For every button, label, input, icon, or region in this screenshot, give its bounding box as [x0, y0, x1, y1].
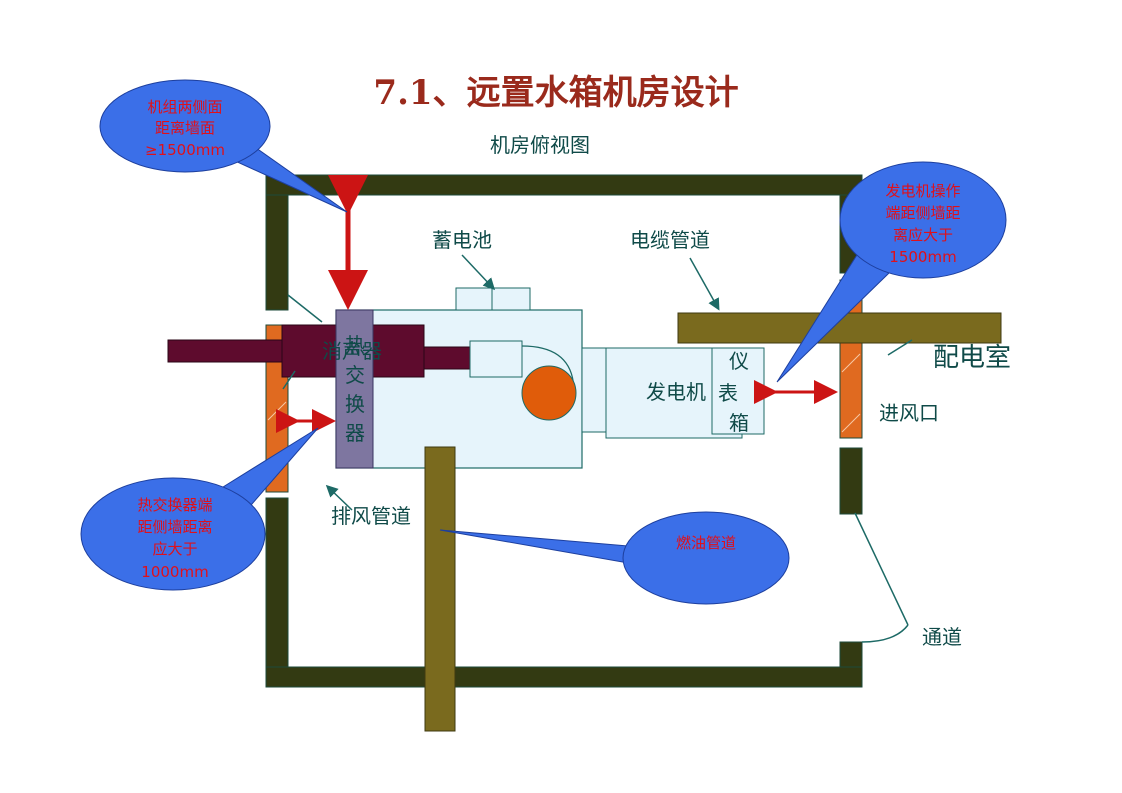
battery-pointer [461, 254, 496, 291]
heat-exchanger-char-3: 换 [345, 392, 365, 416]
heat-exchanger-label: 热 交 换 器 [345, 333, 365, 445]
heat-exchanger-char-4: 器 [345, 421, 365, 445]
meter-box-label: 仪 表 箱 [718, 349, 749, 435]
muffler-label: 消声器 [322, 339, 382, 363]
wall-right-lower [839, 641, 863, 668]
battery-label: 蓄电池 [432, 228, 492, 252]
callout-operation-end: 发电机操作 端距侧墙距 离应大于 1500mm [776, 161, 1007, 383]
air-inlet-label: 进风口 [879, 401, 939, 425]
fuel-duct [424, 446, 456, 732]
callout-exchanger-line-2: 距侧墙距离 [137, 518, 212, 536]
callout-operation-line-2: 端距侧墙距 [885, 204, 960, 222]
meter-box-char-1: 仪 [729, 349, 749, 373]
heat-exchanger [335, 309, 374, 469]
page-title: 7.1、远置水箱机房设计 [373, 73, 738, 113]
distribution-pointer [887, 339, 913, 356]
diagram-subtitle: 机房俯视图 [490, 133, 590, 157]
callout-fuel-line-1: 燃油管道 [676, 534, 736, 552]
callout-operation-line-1: 发电机操作 [885, 182, 960, 200]
wall-left-lower [265, 497, 289, 668]
distribution-room-label: 配电室 [933, 343, 1011, 373]
callout-exchanger-end: 热交换器端 距侧墙距离 应大于 1000mm [80, 427, 319, 591]
exhaust-pipe-left [167, 339, 289, 363]
meter-box-char-3: 箱 [729, 411, 749, 435]
callout-exchanger-line-1: 热交换器端 [137, 496, 212, 514]
cable-duct [677, 312, 1002, 344]
wall-right-middle [839, 447, 863, 515]
callout-side-line-2: 距离墙面 [155, 119, 215, 137]
callout-side-line-1: 机组两侧面 [147, 98, 222, 116]
callout-exchanger-line-4: 1000mm [141, 563, 208, 581]
callout-exchanger-line-3: 应大于 [152, 540, 197, 558]
heat-exchanger-char-2: 交 [345, 363, 365, 387]
passage-label: 通道 [922, 625, 962, 649]
door-swing [861, 624, 909, 643]
exhaust-duct-pointer [325, 484, 353, 511]
exhaust-connector [469, 340, 523, 378]
cable-duct-pointer [689, 257, 720, 311]
callout-side-line-3: ≥1500mm [145, 141, 225, 159]
callout-fuel-pipe: 燃油管道 [439, 511, 790, 605]
wall-top [265, 174, 863, 196]
callout-side-clearance: 机组两侧面 距离墙面 ≥1500mm [99, 79, 348, 213]
cable-duct-label: 电缆管道 [630, 228, 710, 252]
exhaust-duct-label: 排风管道 [331, 504, 411, 528]
door-leaf [854, 512, 909, 626]
louver-left-pointer [282, 370, 296, 390]
heat-exchanger-char-1: 热 [345, 333, 365, 357]
wall-bottom [265, 666, 863, 688]
battery-right [491, 287, 531, 311]
fan-pulley [521, 365, 577, 421]
wall-left-upper [265, 194, 289, 311]
callout-operation-line-3: 离应大于 [893, 226, 953, 244]
generator-label: 发电机 [646, 380, 706, 404]
muffler-pointer [287, 294, 323, 323]
callout-operation-line-4: 1500mm [889, 248, 956, 266]
exhaust-pipe-right [423, 346, 473, 370]
meter-box-char-2: 表 [718, 381, 738, 405]
coupling [581, 347, 607, 433]
battery-left [455, 287, 493, 311]
